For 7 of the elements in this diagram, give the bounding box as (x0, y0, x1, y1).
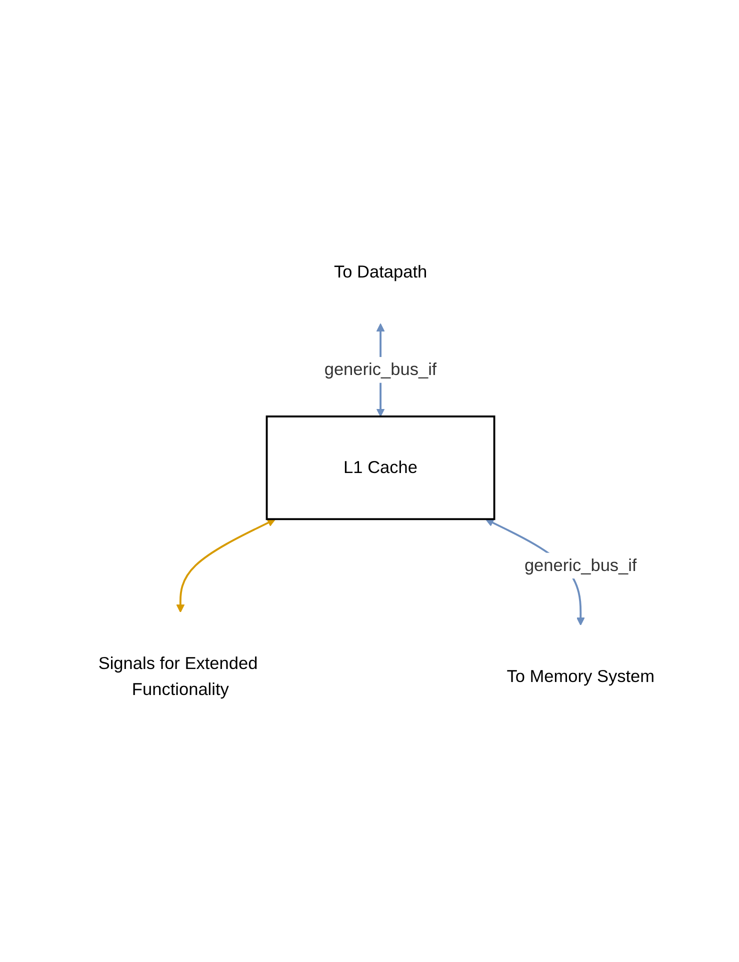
node-text: To Datapath (334, 262, 428, 282)
edge-label: generic_bus_if (324, 360, 437, 380)
node-box: L1 Cache (266, 416, 496, 520)
node-text: Signals for Extended Functionality (98, 654, 258, 699)
edge-label: generic_bus_if (524, 556, 637, 576)
node-text: To Memory System (506, 666, 655, 686)
arrow (176, 519, 276, 613)
